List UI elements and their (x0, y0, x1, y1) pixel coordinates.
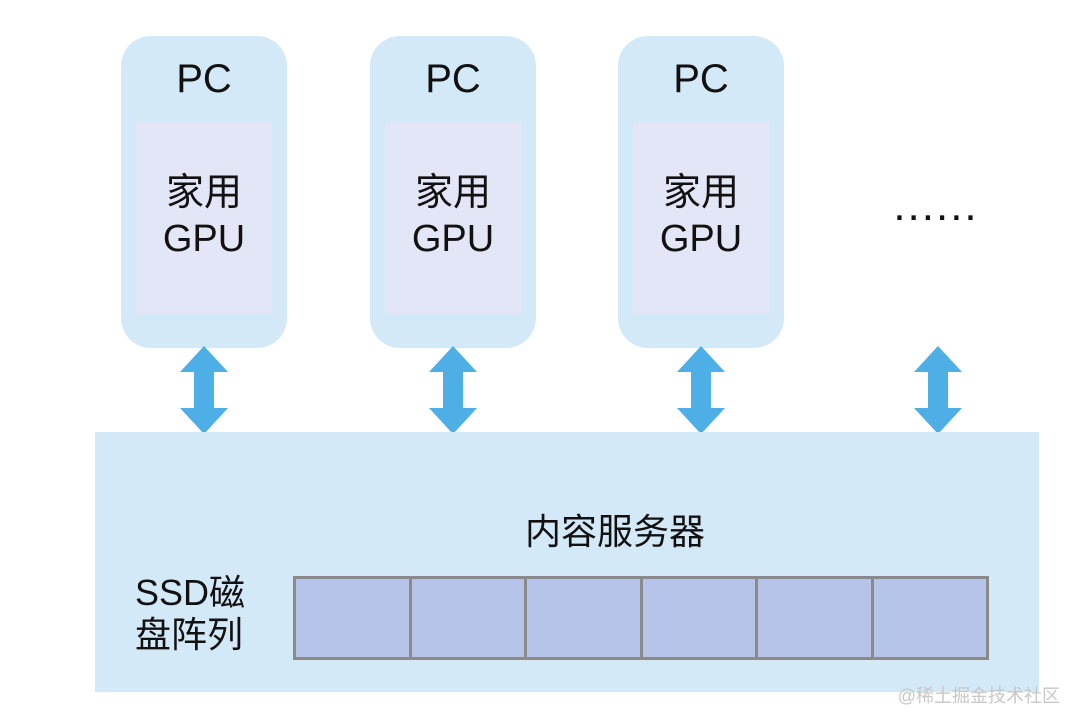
disk-slot (411, 579, 524, 657)
ssd-array-label: SSD磁 盘阵列 (135, 572, 275, 656)
gpu-box: 家用 GPU (136, 122, 272, 314)
gpu-label-line2: GPU (659, 218, 743, 260)
bidirectional-arrow-icon (429, 346, 477, 434)
ssd-label-line2: 盘阵列 (135, 614, 244, 655)
gpu-label-line2: GPU (411, 218, 495, 260)
disk-slot (296, 579, 409, 657)
pc-title: PC (673, 57, 729, 101)
disk-slot (527, 579, 640, 657)
pc-title: PC (425, 57, 481, 101)
gpu-box: 家用 GPU (633, 122, 769, 314)
gpu-label-line1: 家用 (662, 172, 739, 214)
content-server: 内容服务器 SSD磁 盘阵列 (95, 432, 1039, 692)
gpu-label: 家用 GPU (385, 170, 521, 262)
pc-node-3: PC 家用 GPU (618, 36, 784, 348)
bidirectional-arrow-icon (180, 346, 228, 434)
gpu-label: 家用 GPU (633, 170, 769, 262)
ssd-label-line1: SSD磁 (135, 572, 246, 613)
bidirectional-arrow-icon (677, 346, 725, 434)
disk-slot (758, 579, 871, 657)
gpu-label-line1: 家用 (165, 172, 242, 214)
pc-node-1: PC 家用 GPU (121, 36, 287, 348)
disk-slot (642, 579, 755, 657)
gpu-label: 家用 GPU (136, 170, 272, 262)
ssd-disk-array (293, 576, 989, 660)
pc-title: PC (176, 57, 232, 101)
bidirectional-arrow-icon (914, 346, 962, 434)
server-title: 内容服务器 (524, 511, 705, 552)
more-nodes-ellipsis: ...... (893, 181, 979, 230)
gpu-label-line1: 家用 (414, 172, 491, 214)
disk-slot (873, 579, 986, 657)
gpu-label-line2: GPU (162, 218, 246, 260)
watermark: @稀土掘金技术社区 (897, 686, 1060, 706)
pc-node-2: PC 家用 GPU (370, 36, 536, 348)
gpu-box: 家用 GPU (385, 122, 521, 314)
